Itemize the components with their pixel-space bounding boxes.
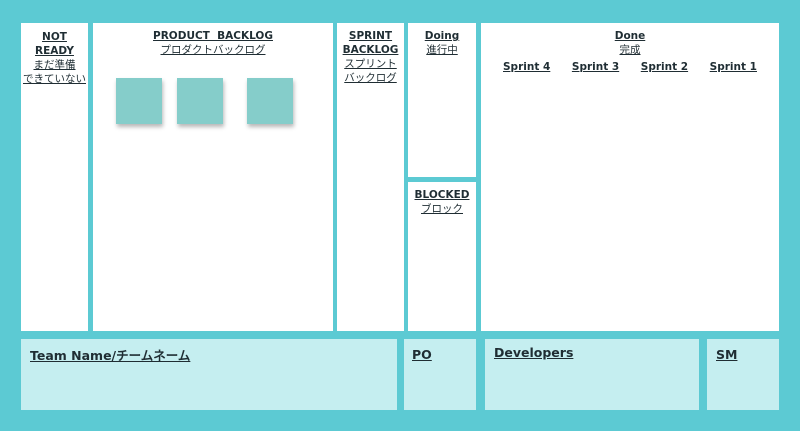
developers-label: Developers [494,345,574,360]
column-not-ready: NOT READY まだ準備 できていない [21,23,88,331]
column-doing: Doing 進行中 [408,23,476,177]
not-ready-title: NOT READY [35,31,74,57]
sprint-backlog-jp-line1: スプリント [344,58,397,70]
sprint-1-label: Sprint 1 [709,61,757,73]
team-name-area[interactable]: Team Name/チームネーム [21,339,397,410]
po-area[interactable]: PO [404,339,476,410]
sprint-4-label: Sprint 4 [503,61,551,73]
team-name-label: Team Name/チームネーム [30,348,191,363]
product-backlog-title: PRODUCT BACKLOG [153,30,273,42]
sm-label: SM [716,347,738,362]
column-product-backlog-header: PRODUCT BACKLOG プロダクトバックログ [93,29,333,57]
column-blocked: BLOCKED ブロック [408,182,476,331]
doing-title: Doing [424,30,460,42]
column-sprint-backlog-header: SPRINT BACKLOG スプリント バックログ [337,29,404,85]
sm-area[interactable]: SM [707,339,779,410]
done-sprint-columns: Sprint 4 Sprint 3 Sprint 2 Sprint 1 [503,61,757,73]
column-product-backlog: PRODUCT BACKLOG プロダクトバックログ [93,23,333,331]
column-done: Done 完成 Sprint 4 Sprint 3 Sprint 2 Sprin… [481,23,779,331]
done-title: Done [614,30,646,42]
column-doing-header: Doing 進行中 [408,29,476,57]
developers-area[interactable]: Developers [485,339,699,410]
sticky-note[interactable] [247,78,293,124]
sprint-backlog-line1: SPRINT [348,30,393,42]
column-sprint-backlog: SPRINT BACKLOG スプリント バックログ [337,23,404,331]
po-label: PO [412,347,432,362]
column-blocked-header: BLOCKED ブロック [408,188,476,216]
sticky-note[interactable] [116,78,162,124]
not-ready-jp-line1: まだ準備 [33,59,76,71]
not-ready-jp-line2: できていない [23,73,86,85]
column-not-ready-header: NOT READY まだ準備 できていない [21,30,88,86]
sticky-note[interactable] [177,78,223,124]
sprint-backlog-jp-line2: バックログ [344,72,397,84]
done-subtitle: 完成 [619,44,641,56]
doing-subtitle: 進行中 [426,44,458,56]
column-done-header: Done 完成 [481,29,779,57]
blocked-subtitle: ブロック [421,203,463,215]
sprint-backlog-line2: BACKLOG [342,44,399,56]
product-backlog-subtitle: プロダクトバックログ [160,44,266,56]
sprint-2-label: Sprint 2 [640,61,689,73]
blocked-title: BLOCKED [414,189,470,201]
sprint-3-label: Sprint 3 [571,61,620,73]
